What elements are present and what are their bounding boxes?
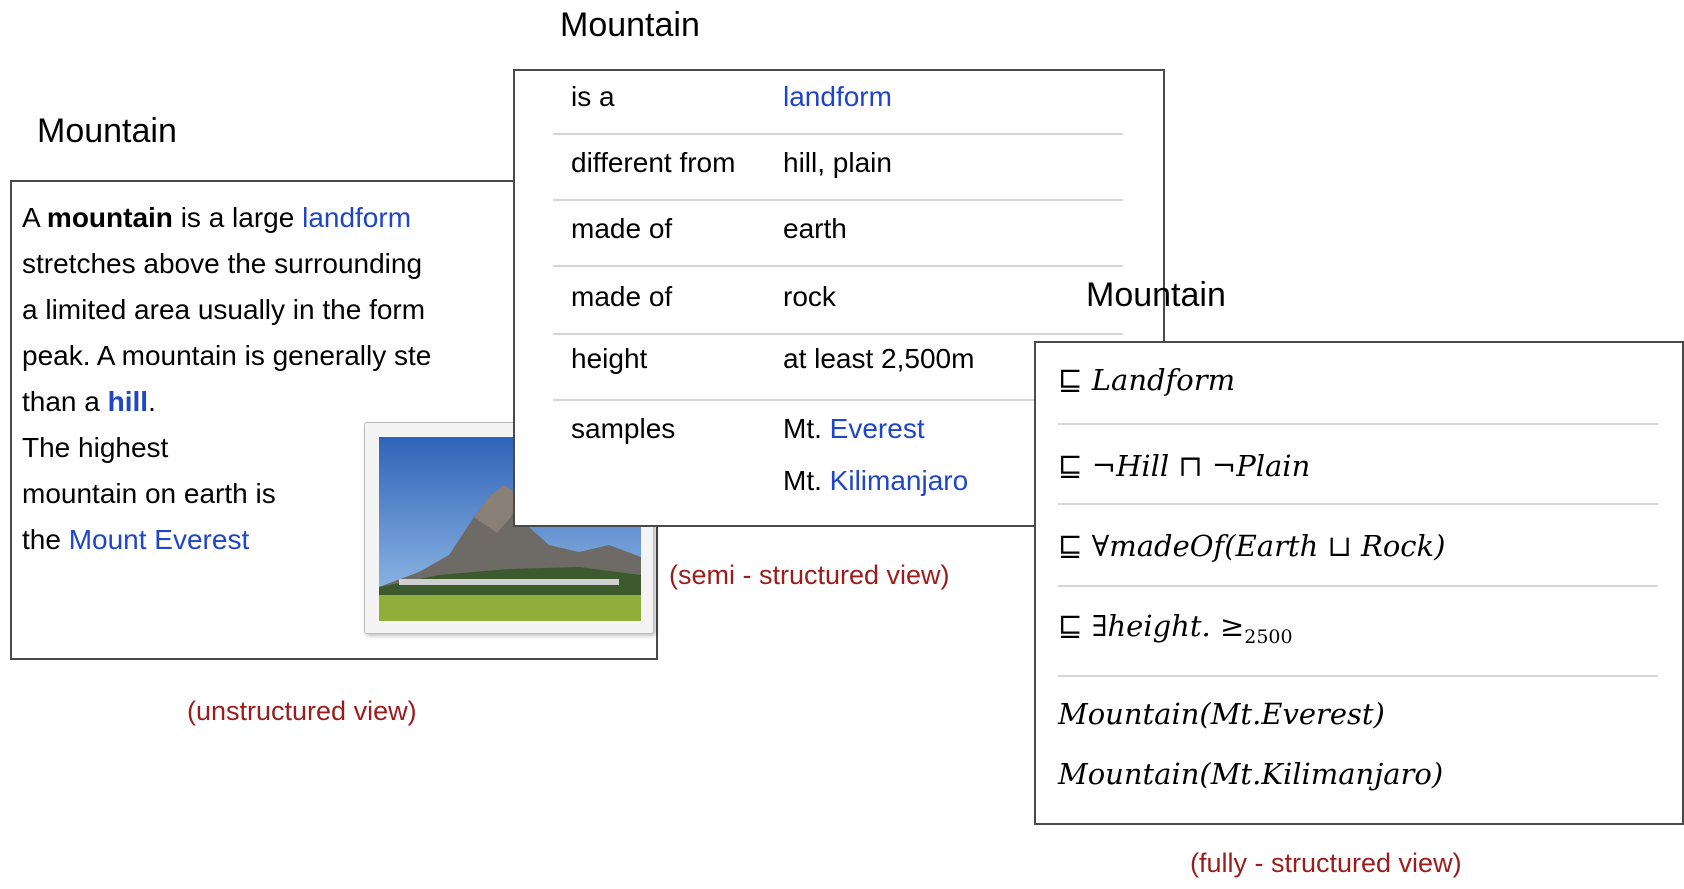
article-line-4: peak. A mountain is generally ste — [22, 340, 432, 371]
semi-row-different-from: different from hill, plain — [553, 137, 1123, 205]
full-divider — [1058, 675, 1658, 677]
fully-structured-view-box: ⊑ Landform ⊑ ¬Hill ⊓ ¬Plain ⊑ ∀madeOf(Ea… — [1034, 341, 1684, 825]
article-line-1: A mountain is a large landform — [22, 202, 412, 233]
article-line-5: than a hill. — [22, 386, 156, 417]
everest-link[interactable]: Everest — [829, 413, 925, 444]
full-divider — [1058, 423, 1658, 425]
axiom-height: ⊑ ∃height. ≥2500 — [1058, 609, 1293, 648]
full-divider — [1058, 585, 1658, 587]
semi-key: different from — [571, 147, 736, 178]
article-line-6: The highest — [22, 432, 169, 463]
axiom-disjoint: ⊑ ¬Hill ⊓ ¬Plain — [1058, 449, 1311, 483]
article-bold-term: mountain — [46, 202, 173, 233]
semi-key: samples — [571, 413, 676, 444]
semi-structured-caption: (semi - structured view) — [669, 560, 950, 590]
semi-value: hill, plain — [783, 147, 892, 178]
semi-row-is-a: is a landform — [553, 71, 1123, 139]
landform-link[interactable]: landform — [302, 202, 412, 233]
semi-value-landform-link[interactable]: landform — [783, 81, 892, 112]
axiom-made-of: ⊑ ∀madeOf(Earth ⊔ Rock) — [1058, 529, 1446, 563]
article-line-7: mountain on earth is — [22, 478, 276, 509]
semi-key: made of — [571, 213, 673, 244]
axiom-landform: ⊑ Landform — [1058, 363, 1236, 397]
semi-key: made of — [571, 281, 673, 312]
assertion-everest: Mountain(Mt.Everest) — [1058, 697, 1385, 731]
semi-value-sample-1: Mt. Everest — [783, 413, 925, 444]
mount-everest-link[interactable]: Mount Everest — [68, 524, 250, 555]
semi-value: rock — [783, 281, 836, 312]
semi-row-made-of-rock: made of rock — [553, 271, 1123, 339]
semi-row-height: height at least 2,500m — [553, 333, 1123, 401]
mountain-photo-image — [379, 437, 641, 621]
kilimanjaro-link[interactable]: Kilimanjaro — [829, 465, 969, 496]
semi-divider — [553, 133, 1123, 135]
semi-value: at least 2,500m — [783, 343, 975, 374]
semi-key: is a — [571, 81, 615, 112]
fully-structured-title: Mountain — [1086, 276, 1226, 314]
article-line-8: the Mount Everest — [22, 524, 250, 555]
unstructured-title: Mountain — [37, 112, 177, 150]
semi-row-made-of-earth: made of earth — [553, 203, 1123, 271]
hill-link[interactable]: hill — [107, 386, 149, 417]
semi-divider — [553, 265, 1123, 267]
semi-value-sample-2: Mt. Kilimanjaro — [783, 465, 969, 496]
semi-key: height — [571, 343, 648, 374]
article-line-2: stretches above the surrounding — [22, 248, 423, 279]
semi-divider — [553, 333, 1123, 335]
full-divider — [1058, 503, 1658, 505]
article-line-3: a limited area usually in the form — [22, 294, 426, 325]
semi-divider — [553, 199, 1123, 201]
semi-value: earth — [783, 213, 847, 244]
semi-divider — [553, 399, 1123, 401]
unstructured-caption: (unstructured view) — [187, 696, 417, 726]
fully-structured-caption: (fully - structured view) — [1190, 848, 1462, 878]
semi-row-samples: samples Mt. Everest Mt. Kilimanjaro — [553, 403, 1123, 513]
assertion-kilimanjaro: Mountain(Mt.Kilimanjaro) — [1058, 757, 1444, 791]
semi-structured-title: Mountain — [560, 6, 700, 44]
